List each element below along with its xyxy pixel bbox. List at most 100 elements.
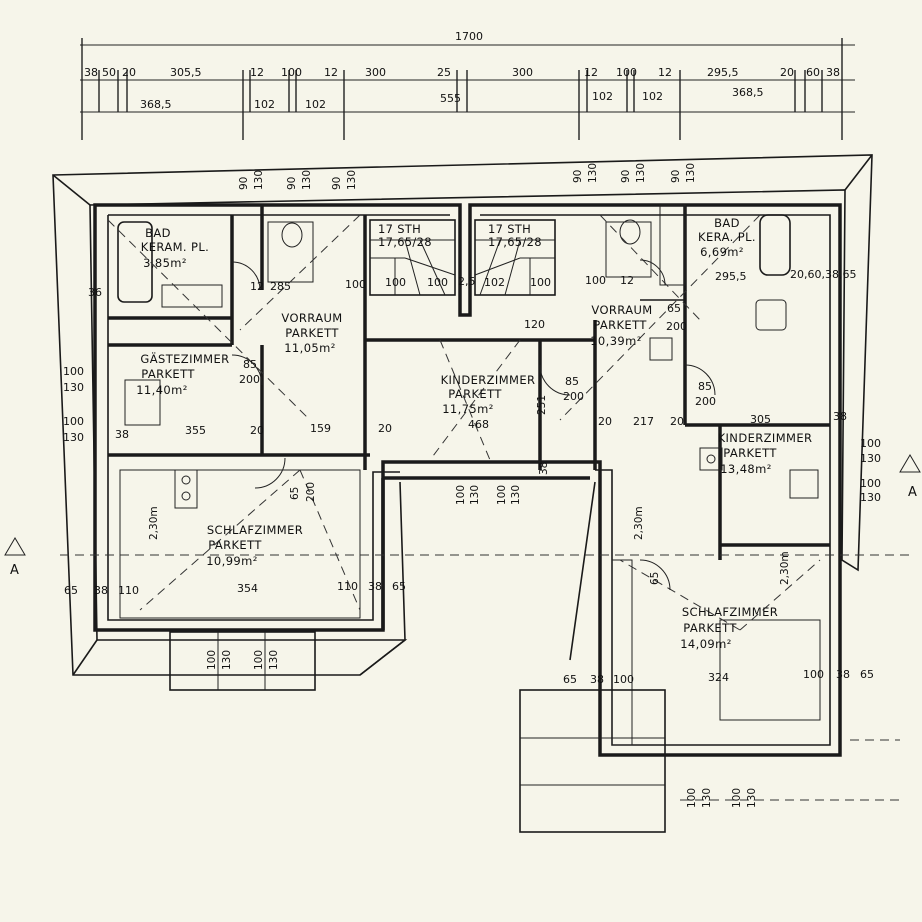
dim-row1: 20 [780,66,794,79]
dim-row1: 25 [437,66,451,79]
dim-label: 100 [803,668,824,681]
stair-steps: 17 STH [378,222,421,236]
dim-label: 130 [253,170,265,190]
inner-dimensions: 36 100 285 12 100 100 2,5 102 100 100 12… [63,268,881,686]
dim-row2: 368,5 [140,98,172,111]
dim-label: 20 [598,415,612,428]
room-guest: GÄSTEZIMMER PARKETT 11,40m² [136,351,229,397]
room-name: GÄSTEZIMMER [140,351,229,366]
dim-label: 200 [695,395,716,408]
stair-ratio: 17,65/28 [378,235,432,249]
room-name: SCHLAFZIMMER [682,605,778,619]
room-hall-left: VORRAUM PARKETT 11,05m² [281,311,342,355]
section-label-left: A [10,563,19,578]
room-area: 10,99m² [206,554,258,568]
room-area: 14,09m² [680,637,732,651]
room-floor: PARKETT [208,538,262,552]
dim-row2: 555 [440,92,461,105]
room-area: 11,40m² [136,383,188,397]
dim-label: 200 [305,482,317,502]
room-hall-right: VORRAUM PARKETT 10,39m² [590,303,652,348]
section-label-right: A [908,485,917,500]
room-floor: PARKETT [448,387,502,401]
dim-label: 100 [385,276,406,289]
dim-label: 20,60,38,65 [790,268,856,281]
dim-label: 305 [750,413,771,426]
dim-label: 100 [496,485,508,505]
room-name: SCHLAFZIMMER [207,523,303,537]
dim-label: 100 [860,477,881,490]
staircase-left [369,219,456,296]
dim-label: 130 [685,163,697,183]
dim-label: 38 [115,428,129,441]
dim-label: 130 [701,788,713,808]
dim-label: 20 [250,424,264,437]
dim-label: 38 [94,584,108,597]
stair-label-left: 17 STH 17,65/28 [378,222,432,249]
dim-label: 38 [590,673,604,686]
vertical-dimensions: 90 130 90 130 90 130 90 130 90 130 90 13… [148,163,791,808]
dim-label: 85 [243,358,257,371]
balcony-right [519,689,666,833]
dim-label: 20 [670,415,684,428]
room-children-right: KINDERZIMMER PARKETT 13,48m² [718,431,813,476]
dim-label: 100 [63,365,84,378]
dim-label: 90 [620,170,632,183]
dim-label: 130 [860,491,881,504]
dim-label: 65 [860,668,874,681]
dim-label: 2,30m [779,551,791,585]
dim-label: 355 [185,424,206,437]
dim-row1: 60 [806,66,820,79]
dim-label: 12 [250,280,264,293]
dim-label: 65 [667,302,681,315]
room-name: BAD [145,226,171,240]
dim-label: 100 [585,274,606,287]
beds-and-wardrobes [119,379,821,746]
dim-label: 100 [206,650,218,670]
dim-label: 130 [746,788,758,808]
dim-label: 130 [587,163,599,183]
dim-label: 65 [289,487,301,500]
dim-label: 200 [239,373,260,386]
room-bath-right: BAD KERA. PL. 6,69m² [698,216,756,259]
dim-row1: 305,5 [170,66,202,79]
dim-row1: 100 [616,66,637,79]
dim-label: 217 [633,415,654,428]
dim-label: 90 [670,170,682,183]
dim-row1: 12 [658,66,672,79]
dim-label: 251 [536,395,548,415]
roof-slope-lines [60,214,910,801]
dim-row1: 38 [826,66,840,79]
dim-row1: 38 [84,66,98,79]
dim-row1: 100 [281,66,302,79]
room-bedroom-left: SCHLAFZIMMER PARKETT 10,99m² [206,523,303,568]
dim-label: 85 [565,375,579,388]
room-area: 11,05m² [284,341,336,355]
dim-label: 130 [301,170,313,190]
dim-label: 100 [860,437,881,450]
dim-label: 285 [270,280,291,293]
dim-row1: 12 [250,66,264,79]
room-name: VORRAUM [281,311,342,325]
room-name: KINDERZIMMER [441,373,536,387]
section-marker-right: A [899,454,921,500]
dim-label: 354 [237,582,258,595]
dim-label: 130 [221,650,233,670]
dim-label: 38 [836,668,850,681]
dim-label: 20 [378,422,392,435]
room-name: KINDERZIMMER [718,431,813,445]
dim-label: 295,5 [715,270,747,283]
door-swings [231,259,716,591]
dim-label: 90 [238,177,250,190]
dim-label: 38 [368,580,382,593]
room-name: VORRAUM [591,303,652,317]
roof-outline [52,154,873,676]
dim-label: 100 [530,276,551,289]
top-dimension-chains: 1700 38 50 20 305,5 12 100 12 300 25 300… [80,30,855,140]
room-area: 6,69m² [700,245,744,259]
dim-label: 100 [731,788,743,808]
section-marker-left: A [4,537,26,578]
dim-label: 110 [118,584,139,597]
dim-label: 100 [686,788,698,808]
